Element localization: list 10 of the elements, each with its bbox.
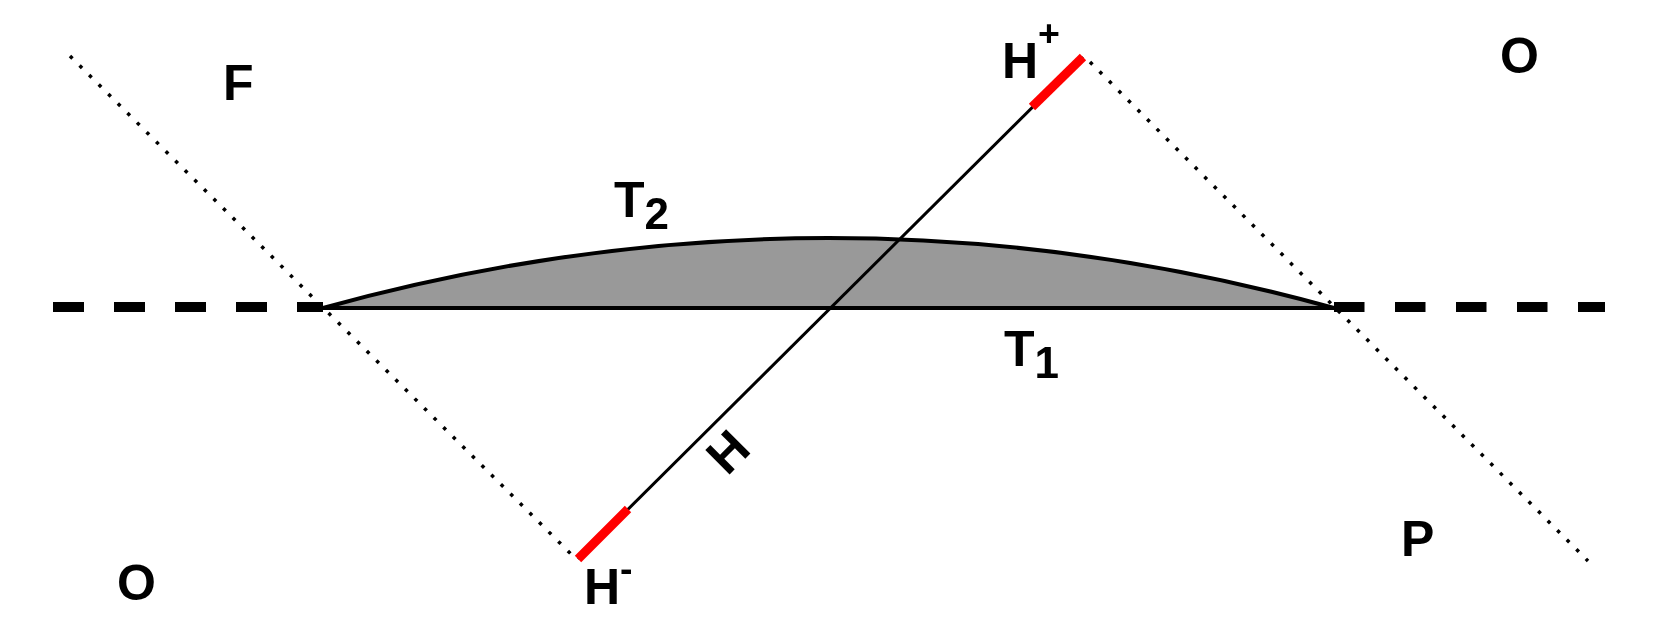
endpoint-label: H$^{+}$: [1002, 14, 1060, 85]
line-label: H: [697, 421, 759, 483]
curve-label: T$_{2}$: [614, 175, 670, 237]
lens-shape: [321, 236, 1336, 310]
region-label: P: [1401, 514, 1435, 564]
region-label: O: [117, 558, 156, 608]
endpoint-label: H$^{-}$: [584, 549, 633, 611]
curve-label: T$_{1}$: [1004, 324, 1060, 386]
region-label: O: [1500, 31, 1539, 81]
region-label: F: [223, 58, 254, 108]
